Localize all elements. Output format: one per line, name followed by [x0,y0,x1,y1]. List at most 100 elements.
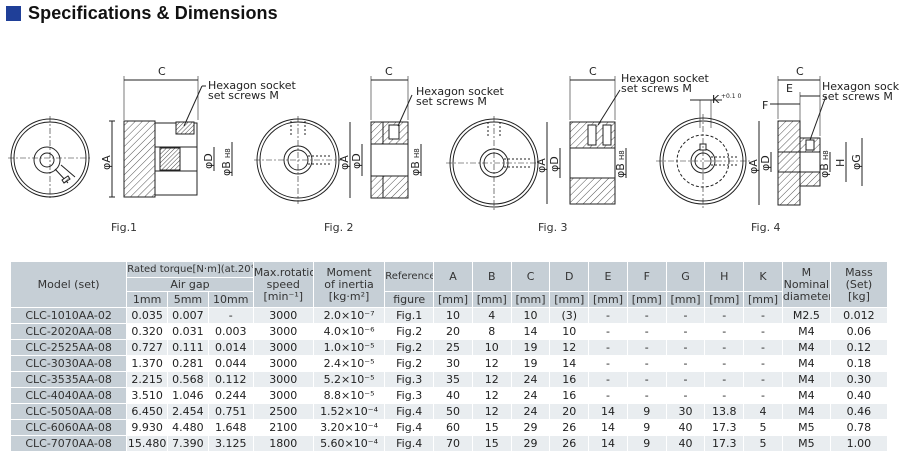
table-cell: 13.8 [704,403,745,420]
table-cell: 0.18 [829,355,889,372]
dim-h8-fig1: H8 [224,148,232,158]
table-cell: 0.568 [167,371,209,388]
table-cell: - [626,323,667,340]
table-cell: Fig.2 [384,323,435,340]
table-cell: 24 [510,403,551,420]
th-ref-figure: figure [384,291,435,308]
table-cell: - [626,371,667,388]
table-cell: 24 [510,387,551,404]
table-cell: 19 [510,339,551,356]
table-cell: 10 [433,307,473,324]
th-unit: [mm] [510,291,551,308]
table-cell: M4 [781,387,831,404]
table-cell: 17.3 [704,435,745,452]
table-cell: M4 [781,355,831,372]
table-cell: 20 [549,403,590,420]
fig2-end-view [254,116,342,204]
th-max-speed: Max.rotationspeed[min⁻¹] [252,261,314,308]
table-cell: - [665,387,706,404]
table-cell: 1.00 [829,435,889,452]
table-cell: 7.390 [167,435,209,452]
th-dim-g: G [665,261,706,292]
dim-phi-a-fig4: φA [747,159,760,174]
th-dim-e: E [588,261,628,292]
drawings-svg: C C C C E F K +0.1 0 Hexagon socket set … [8,65,899,210]
th-dim-a: A [433,261,473,292]
table-cell: - [207,307,254,324]
dim-h8-fig2: H8 [413,148,421,158]
table-cell: - [704,307,745,324]
table-cell: 29 [510,419,551,436]
table-cell: M4 [781,403,831,420]
table-cell: Fig.2 [384,339,435,356]
table-cell: 2.4×10⁻⁵ [312,355,386,372]
fig1-label: Fig.1 [111,221,138,234]
dim-phi-d-fig2: φD [350,153,363,169]
table-cell: 15.480 [126,435,169,452]
table-cell: 9.930 [126,419,169,436]
th-dim-b: B [471,261,512,292]
dim-c-fig4: C [796,65,804,78]
dim-phi-b-fig1: φB [220,161,233,176]
th-dim-h: H [704,261,745,292]
th-unit: [mm] [549,291,590,308]
table-cell: - [704,387,745,404]
table-cell: M4 [781,371,831,388]
model-cell: CLC-5050AA-08 [9,403,128,420]
th-unit: [mm] [433,291,473,308]
callout-fig4-l2: set screws M [822,90,893,103]
table-cell: 1800 [252,435,314,452]
table-cell: - [626,339,667,356]
table-cell: 12 [471,387,512,404]
fig3-end-view [446,116,542,210]
table-cell: 5 [743,435,783,452]
table-cell: - [743,371,783,388]
table-cell: 2.0×10⁻⁷ [312,307,386,324]
table-cell: 30 [433,355,473,372]
table-cell: 0.012 [829,307,889,324]
table-cell: 0.751 [207,403,254,420]
table-cell: 19 [510,355,551,372]
callout-fig1-l1: Hexagon socket [208,79,297,92]
table-cell: - [665,307,706,324]
table-cell: 0.320 [126,323,169,340]
dim-c-fig3: C [589,65,597,78]
table-cell: - [588,339,628,356]
table-cell: 70 [433,435,473,452]
fig2-label: Fig. 2 [324,221,354,234]
th-mass: Mass(Set)[kg] [829,261,889,308]
th-unit: [mm] [743,291,783,308]
table-cell: 9 [626,403,667,420]
th-rated-torque: Rated torque[N·m](at.20℃) [126,261,254,278]
table-cell: M4 [781,339,831,356]
table-cell: - [665,323,706,340]
dim-phi-d-fig4: φD [759,155,772,171]
table-cell: Fig.3 [384,387,435,404]
table-cell: Fig.4 [384,403,435,420]
table-cell: 12 [471,403,512,420]
table-cell: 0.031 [167,323,209,340]
fig1-end-view [8,116,92,200]
page-title: Specifications & Dimensions [28,2,278,23]
th-dim-c: C [510,261,551,292]
table-cell: - [743,307,783,324]
table-cell: 24 [510,371,551,388]
dim-phi-b-fig2: φB [409,161,422,176]
dim-phi-a-fig1: φA [100,155,113,170]
table-cell: - [665,339,706,356]
table-cell: 5 [743,419,783,436]
table-cell: 3000 [252,355,314,372]
table-cell: 0.12 [829,339,889,356]
table-cell: Fig.4 [384,435,435,452]
table-cell: 5.2×10⁻⁵ [312,371,386,388]
table-cell: - [704,355,745,372]
callout-fig3-l2: set screws M [621,82,692,95]
table-cell: 0.46 [829,403,889,420]
fig4-side-view [758,76,863,206]
